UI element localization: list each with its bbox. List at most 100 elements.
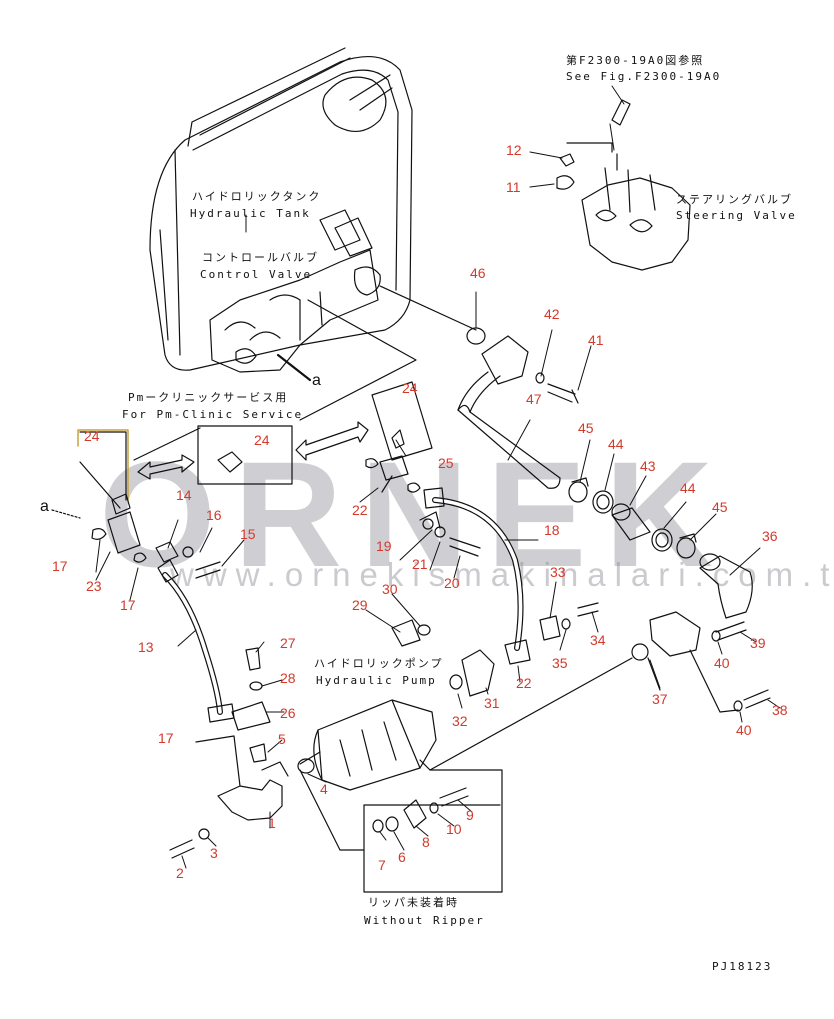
- part-number: 47: [526, 391, 542, 407]
- clamp-44-upper: [592, 490, 614, 514]
- view-marker-a-left: a: [40, 498, 49, 515]
- leader-37: [429, 657, 661, 771]
- flange-26: [231, 701, 271, 731]
- part-number: 17: [120, 597, 136, 613]
- part-number: 15: [240, 526, 256, 542]
- washer-16: [182, 546, 194, 558]
- clamp-45-upper: [568, 477, 589, 503]
- part-number: 41: [588, 332, 604, 348]
- watermark-site: www.ornekismakinalari.com.tr: [170, 556, 834, 593]
- part-number: 9: [466, 807, 474, 823]
- part-number: 40: [736, 722, 752, 738]
- o-ring-32: [449, 674, 463, 690]
- leader-17: [195, 735, 241, 787]
- hydraulic-tank-jp-label: ハイドロリックタンク: [192, 190, 322, 203]
- part-number: 18: [544, 522, 560, 538]
- part-number: 17: [52, 558, 68, 574]
- tube-47: [457, 335, 561, 489]
- part-number: 45: [578, 420, 594, 436]
- washer-19: [422, 518, 434, 530]
- part-number: 44: [608, 436, 624, 452]
- steering-valve-en-label: Steering Valve: [676, 209, 797, 222]
- clamp-44-lower: [651, 528, 673, 552]
- part-number: 24: [402, 380, 418, 396]
- view-marker-a-top: a: [312, 372, 321, 389]
- part-number: 10: [446, 821, 462, 837]
- hydraulic-tank: [149, 47, 413, 371]
- part-number: 4: [320, 781, 328, 797]
- part-number: 26: [280, 705, 296, 721]
- bolt-41: [547, 383, 579, 404]
- flange-half: [419, 511, 441, 529]
- part-number: 29: [352, 597, 368, 613]
- hose-18: [423, 487, 531, 665]
- part-number: 45: [712, 499, 728, 515]
- part-number: 11: [506, 179, 521, 195]
- part-number: 37: [652, 691, 668, 707]
- o-ring-7: [372, 819, 384, 833]
- leader-lines: [95, 85, 781, 869]
- part-number: 24: [254, 432, 270, 448]
- pm-clinic-left-detail: [51, 429, 147, 563]
- bolt-15: [195, 561, 221, 579]
- bolt-27: [245, 647, 261, 671]
- washer-10: [429, 802, 439, 814]
- part-number: 24: [84, 428, 100, 444]
- flange-8: [403, 799, 427, 829]
- washer-42: [535, 372, 545, 384]
- part-number: 17: [158, 730, 174, 746]
- without-ripper-en-label: Without Ripper: [364, 914, 485, 927]
- hydraulic-pump-en-label: Hydraulic Pump: [316, 674, 437, 687]
- control-valve-jp-label: コントロールバルブ: [202, 251, 319, 264]
- part-number: 1: [268, 815, 276, 831]
- part-number: 38: [772, 702, 788, 718]
- steering-valve: [556, 99, 691, 271]
- elbow-1: [217, 761, 289, 821]
- part-number: 31: [484, 695, 500, 711]
- o-ring-30: [417, 624, 431, 636]
- part-number: 23: [86, 578, 102, 594]
- part-number: 44: [680, 480, 696, 496]
- part-number: 40: [714, 655, 730, 671]
- fitting-29: [391, 619, 421, 647]
- bolt-20: [449, 537, 481, 557]
- part-number: 2: [176, 865, 184, 881]
- hydraulic-tank-en-label: Hydraulic Tank: [190, 207, 311, 220]
- see-fig-jp-label: 第F2300-19A0図参照: [566, 54, 705, 67]
- control-valve-en-label: Control Valve: [200, 268, 313, 281]
- part-number: 36: [762, 528, 778, 544]
- part-number: 16: [206, 507, 222, 523]
- without-ripper-jp-label: リッパ未装着時: [368, 896, 459, 909]
- hydraulic-pump-jp-label: ハイドロリックポンプ: [314, 657, 444, 670]
- washer-28: [249, 681, 263, 691]
- part-number: 7: [378, 857, 386, 873]
- see-fig-en-label: See Fig.F2300-19A0: [566, 70, 722, 83]
- part-number: 28: [280, 670, 296, 686]
- part-number: 3: [210, 845, 218, 861]
- part-number: 33: [550, 564, 566, 580]
- control-valve: [209, 209, 379, 382]
- hose-13: [157, 559, 235, 723]
- flange-block: [649, 611, 771, 713]
- part-number: 43: [640, 458, 656, 474]
- part-number: 27: [280, 635, 296, 651]
- part-number: 21: [412, 556, 428, 572]
- part-number: 19: [376, 538, 392, 554]
- part-number: 12: [506, 142, 522, 158]
- elbow-36: [699, 553, 753, 619]
- drawing-code: PJ18123: [712, 960, 773, 973]
- without-ripper-box: [363, 759, 503, 893]
- pm-clinic-jp-label: Pmークリニックサービス用: [128, 391, 289, 404]
- part-number: 22: [516, 675, 532, 691]
- part-number: 35: [552, 655, 568, 671]
- part-number: 13: [138, 639, 154, 655]
- steering-valve-jp-label: ステアリングバルブ: [676, 193, 793, 206]
- washer-35: [561, 618, 571, 630]
- plug-6: [385, 816, 399, 832]
- part-number: 20: [444, 575, 460, 591]
- washer-3: [198, 828, 210, 840]
- hydraulic-pump: [297, 699, 437, 791]
- flange-14: [155, 541, 179, 563]
- leader-4: [299, 769, 365, 851]
